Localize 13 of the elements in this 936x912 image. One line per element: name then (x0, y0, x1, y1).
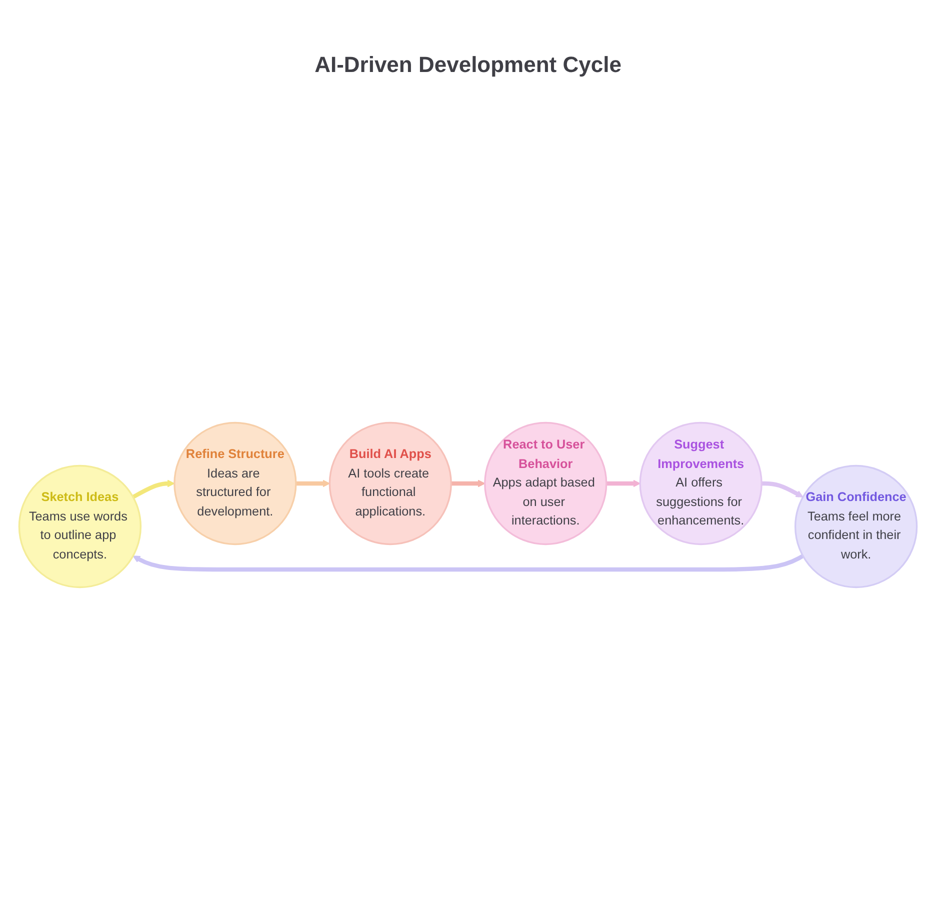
arrow (762, 481, 804, 498)
arrow (296, 480, 330, 488)
diagram-title: AI-Driven Development Cycle (314, 52, 622, 77)
node-circle: Suggest Improvements AI offers suggestions for enhancements. (639, 422, 762, 546)
node-circle: Build AI Apps AI tools create functional applications. (328, 422, 452, 546)
node-circle: Sketch Ideas Teams use words to outline app concepts. (18, 464, 142, 588)
node-circle: Gain Confidence Teams feel more confident in their work. (794, 464, 918, 588)
arrow (132, 480, 175, 499)
node-circle: React to User Behavior Apps adapt based on user interactions. (484, 422, 608, 546)
node-circle: Refine Structure Ideas are structured for development. (174, 422, 297, 546)
arrow (132, 554, 804, 572)
arrow (451, 480, 486, 488)
arrow (606, 480, 640, 488)
